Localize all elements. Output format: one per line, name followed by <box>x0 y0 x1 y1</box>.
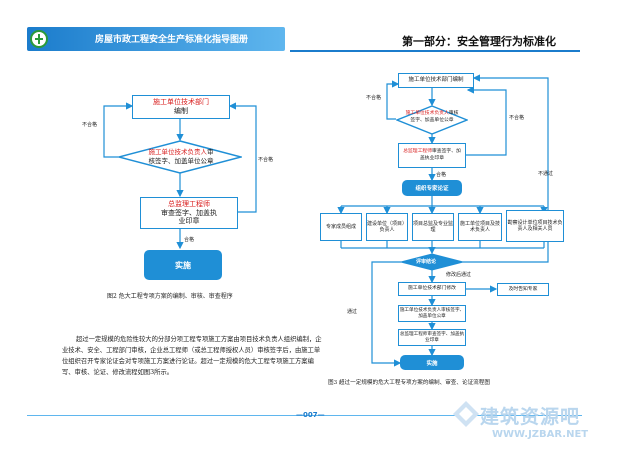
right-pass-label: 合格 <box>436 172 447 178</box>
right-modify-pass-label: 修改后通过 <box>446 272 472 278</box>
left-step-compile: 施工单位技术部门 编制 <box>132 95 230 119</box>
left-step-compile-action: 编制 <box>174 107 188 115</box>
right-fail-mid: 不合格 <box>509 115 525 121</box>
right-review-role: 施工单位技术负责人 <box>405 111 449 116</box>
left-review-action: 审 <box>207 148 214 156</box>
left-caption: 图2 危大工程专项方案的编制、审核、审查程序 <box>107 293 233 300</box>
right-step-recheck-label: 施工单位技术负责人审核签字、加盖单位公章 <box>399 307 465 319</box>
right-notify-experts: 及时告知专家 <box>497 283 549 296</box>
left-pass-label: 合格 <box>184 237 195 243</box>
right-step-modify-label: 施工单位技术部门修改 <box>408 286 456 291</box>
left-review-role: 施工单位技术负责人 <box>148 148 208 156</box>
watermark-url: WWW.JZBAR.NET <box>492 429 589 440</box>
right-step-resupervise: 总监理工程师审查签字、加盖执业印章 <box>398 329 466 346</box>
right-step-compile: 施工单位技术部门编制 <box>398 73 474 88</box>
left-supervisor-role: 总监理工程师 <box>168 199 210 208</box>
right-expert-review: 组织专家论证 <box>402 180 462 196</box>
section-title: 第一部分：安全管理行为标准化 <box>402 35 556 48</box>
page-number: —007— <box>296 411 325 419</box>
left-supervisor-line3: 业印章 <box>178 217 200 226</box>
right-verdict-label: 评审结论 <box>416 259 437 265</box>
right-supervisor-role: 总监理工程师 <box>403 149 432 154</box>
right-supervisor-action: 审查签字、加盖执业印章 <box>420 149 461 161</box>
watermark-text: 建筑资源吧 <box>480 406 581 428</box>
member-experts: 专家成员组成 <box>320 213 362 241</box>
member-contractor: 施工单位项目及技术负责人 <box>458 213 502 241</box>
left-review-detail: 核签字、加盖单位公章 <box>148 157 214 165</box>
right-step-supervisor: 总监理工程师审查签字、加盖执业印章 <box>398 143 466 168</box>
header-bar <box>27 27 285 51</box>
member-supervisor-label: 项目总监及专业监理 <box>413 220 454 233</box>
right-review-action: 审核签字、加盖单位公章 <box>410 111 459 123</box>
watermark-logo-icon <box>453 401 479 427</box>
right-fail-top: 不合格 <box>366 95 382 101</box>
left-review-diamond <box>118 140 242 174</box>
header-rule <box>290 50 580 52</box>
left-fail-label-1: 不合格 <box>82 122 98 128</box>
member-design: 勘察设计单位项目技术负责人及相关人员 <box>506 210 564 242</box>
member-owner: 建设单位（项目）负责人 <box>366 213 408 241</box>
right-verdict-diamond <box>400 253 464 271</box>
member-design-label: 勘察设计单位项目技术负责人及相关人员 <box>507 219 563 232</box>
left-supervisor-line2: 审查签字、加盖执 <box>161 208 217 217</box>
footer-rule <box>27 415 582 416</box>
right-notify-experts-label: 及时告知专家 <box>508 286 538 292</box>
member-owner-label: 建设单位（项目）负责人 <box>367 220 408 233</box>
safety-cross-logo-icon <box>30 30 48 48</box>
right-step-modify: 施工单位技术部门修改 <box>398 282 466 296</box>
right-pass2-label: 通过 <box>347 309 358 315</box>
left-step-compile-dept: 施工单位技术部门 <box>153 98 209 107</box>
right-review-diamond <box>396 105 468 135</box>
left-review-text: 施工单位技术负责人审 核签字、加盖单位公章 <box>140 148 222 166</box>
header-title: 房屋市政工程安全生产标准化指导图册 <box>95 35 249 45</box>
right-step-recheck: 施工单位技术负责人审核签字、加盖单位公章 <box>398 305 466 322</box>
right-final-implement: 实施 <box>400 355 464 370</box>
right-step-resupervise-label: 总监理工程师审查签字、加盖执业印章 <box>399 331 465 343</box>
right-step-compile-label: 施工单位技术部门编制 <box>408 77 464 84</box>
member-experts-label: 专家成员组成 <box>325 223 356 230</box>
body-paragraph: 超过一定规模的危险性较大的分部分项工程专项施工方案由项目技术负责人组织编制，企业… <box>62 336 322 376</box>
member-contractor-label: 施工单位项目及技术负责人 <box>459 220 500 233</box>
member-supervisor: 项目总监及专业监理 <box>412 213 454 241</box>
right-review-text: 施工单位技术负责人审核签字、加盖单位公章 <box>404 111 460 124</box>
right-not-pass-label: 不通过 <box>538 171 554 177</box>
left-final-implement: 实施 <box>144 250 222 280</box>
right-caption: 图3 超过一定规模的危大工程专项方案的编制、审查、论证流程图 <box>328 380 490 386</box>
left-step-supervisor: 总监理工程师 审查签字、加盖执 业印章 <box>140 197 238 229</box>
left-fail-label-2: 不合格 <box>258 157 274 163</box>
